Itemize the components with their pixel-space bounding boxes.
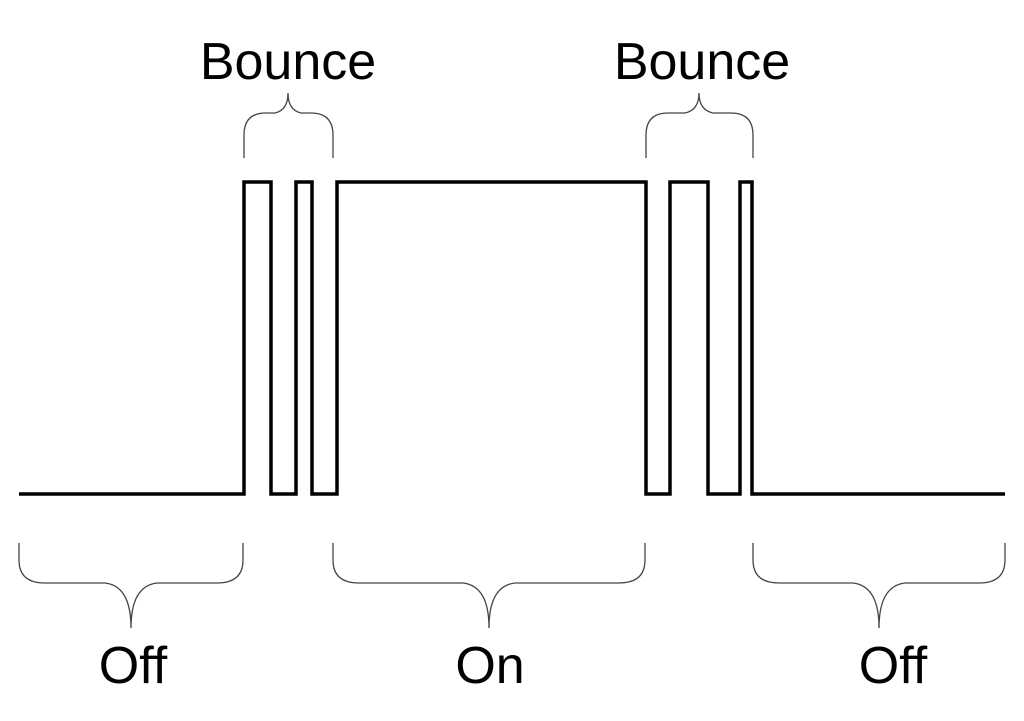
label-bounce-release: Bounce — [614, 33, 790, 91]
brace-off-before — [18, 543, 244, 629]
brace-bounce-release — [645, 92, 754, 158]
label-on: On — [455, 637, 524, 695]
brace-off-after — [752, 543, 1006, 629]
label-bounce-press: Bounce — [200, 33, 376, 91]
signal-waveform — [19, 180, 1005, 496]
label-off-before: Off — [99, 637, 168, 695]
brace-on — [332, 543, 646, 629]
brace-bounce-press — [243, 92, 334, 158]
label-off-after: Off — [859, 637, 928, 695]
